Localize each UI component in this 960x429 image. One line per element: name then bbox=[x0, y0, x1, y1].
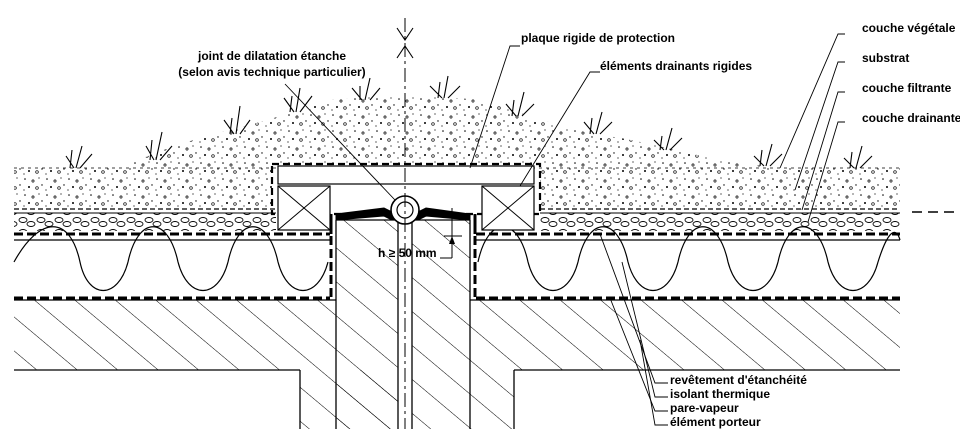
height-dimension bbox=[440, 208, 462, 259]
substrate-layer bbox=[14, 96, 900, 207]
vapour-barrier bbox=[14, 236, 900, 300]
label-drainants-rigides: éléments drainants rigides bbox=[600, 59, 752, 73]
label-couche-vegetale: couche végétale bbox=[862, 21, 956, 35]
label-element-porteur: élément porteur bbox=[670, 415, 761, 429]
label-joint-line2: (selon avis technique particulier) bbox=[178, 65, 365, 79]
center-axis bbox=[396, 18, 414, 429]
rigid-drainage-element-right bbox=[481, 185, 535, 231]
label-hauteur: h ≥ 50 mm bbox=[378, 246, 437, 260]
vegetation-layer bbox=[65, 75, 873, 169]
drainage-layer bbox=[14, 212, 900, 231]
label-pare-vapeur: pare-vapeur bbox=[670, 401, 739, 415]
leader-lines bbox=[284, 33, 845, 426]
label-couche-drainante: couche drainante bbox=[862, 111, 960, 125]
label-revetement: revêtement d'étanchéité bbox=[670, 373, 807, 387]
label-isolant: isolant thermique bbox=[670, 387, 770, 401]
label-joint-line1: joint de dilatation étanche bbox=[197, 49, 346, 63]
structural-slab bbox=[14, 219, 900, 429]
label-plaque: plaque rigide de protection bbox=[521, 31, 675, 45]
rigid-drainage-element-left bbox=[277, 185, 331, 231]
waterproofing-membrane bbox=[14, 214, 900, 236]
label-substrat: substrat bbox=[862, 51, 909, 65]
label-couche-filtrante: couche filtrante bbox=[862, 81, 952, 95]
